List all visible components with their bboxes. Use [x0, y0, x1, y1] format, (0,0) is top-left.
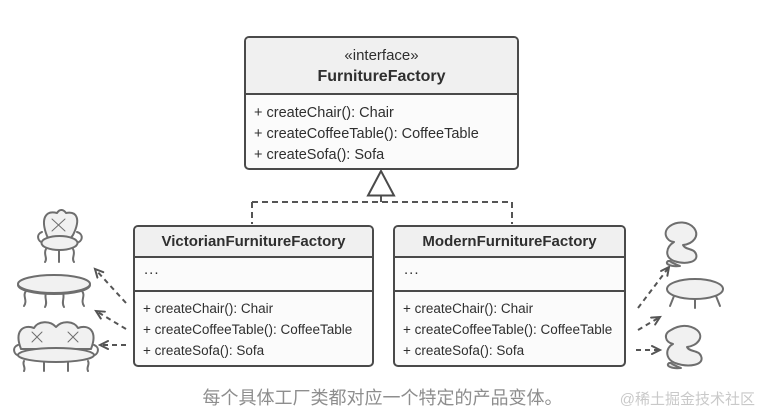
interface-name: FurnitureFactory	[317, 68, 446, 85]
victorian-title-compartment: VictorianFurnitureFactory	[135, 227, 372, 258]
interface-title-compartment: «interface» FurnitureFactory	[246, 38, 517, 95]
method-create-coffee-table: + createCoffeeTable(): CoffeeTable	[254, 126, 479, 142]
modern-title-compartment: ModernFurnitureFactory	[395, 227, 624, 258]
method-create-sofa: + createSofa(): Sofa	[254, 147, 385, 163]
interface-stereotype: «interface»	[344, 47, 419, 64]
realization-triangle-icon	[366, 168, 396, 197]
modern-chair-icon	[654, 218, 712, 268]
modern-factory-class-box: ModernFurnitureFactory ... + createChair…	[393, 225, 626, 367]
method-create-coffee-table: + createCoffeeTable(): CoffeeTable	[143, 322, 353, 337]
method-create-sofa: + createSofa(): Sofa	[403, 343, 525, 358]
modern-fields-compartment: ...	[395, 258, 624, 292]
method-create-chair: + createChair(): Chair	[254, 105, 394, 121]
dependency-arrow	[93, 267, 127, 304]
method-create-sofa: + createSofa(): Sofa	[143, 343, 265, 358]
modern-sofa-icon	[656, 324, 716, 370]
interface-methods-compartment: + createChair(): Chair + createCoffeeTab…	[246, 95, 517, 166]
victorian-sofa-icon	[10, 318, 102, 372]
modern-coffee-table-icon	[664, 276, 726, 310]
victorian-fields-compartment: ...	[135, 258, 372, 292]
method-create-chair: + createChair(): Chair	[143, 301, 274, 316]
method-create-coffee-table: + createCoffeeTable(): CoffeeTable	[403, 322, 613, 337]
modern-methods-compartment: + createChair(): Chair + createCoffeeTab…	[395, 292, 624, 361]
watermark: @稀土掘金技术社区	[619, 391, 755, 408]
victorian-chair-icon	[30, 206, 90, 264]
victorian-factory-name: VictorianFurnitureFactory	[161, 233, 346, 250]
victorian-methods-compartment: + createChair(): Chair + createCoffeeTab…	[135, 292, 372, 361]
modern-factory-name: ModernFurnitureFactory	[422, 233, 597, 250]
victorian-factory-class-box: VictorianFurnitureFactory ... + createCh…	[133, 225, 374, 367]
diagram-caption: 每个具体工厂类都对应一个特定的产品变体。	[202, 388, 563, 408]
method-create-chair: + createChair(): Chair	[403, 301, 534, 316]
realization-connector	[251, 196, 513, 224]
victorian-coffee-table-icon	[14, 273, 94, 309]
interface-class-box: «interface» FurnitureFactory + createCha…	[244, 36, 519, 170]
